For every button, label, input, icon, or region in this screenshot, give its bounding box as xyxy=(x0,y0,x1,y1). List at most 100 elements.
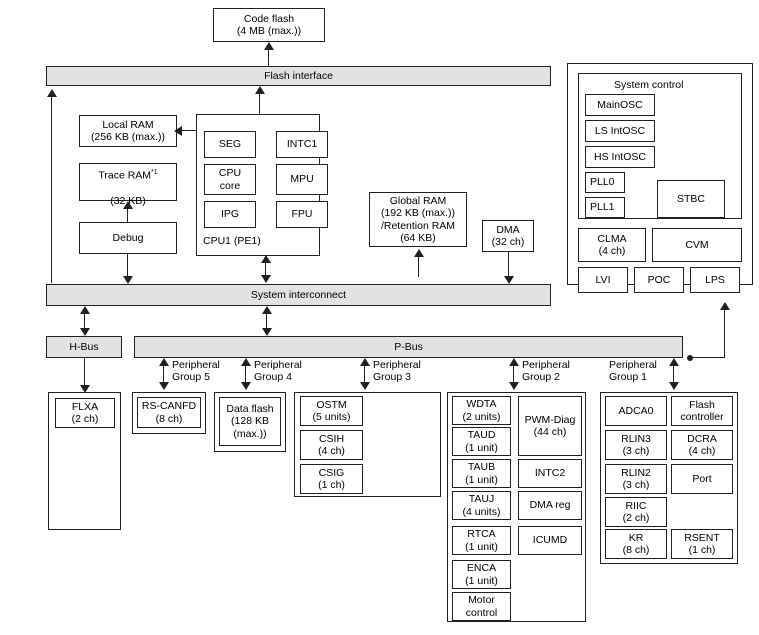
arrow-up-group4 xyxy=(241,358,251,366)
block-icumd: ICUMD xyxy=(518,526,582,555)
arrow-down-group5 xyxy=(159,382,169,390)
connector-dma-to-interconnect xyxy=(508,252,510,276)
block-lvi: LVI xyxy=(578,267,628,293)
block-kr: KR (8 ch) xyxy=(605,529,667,559)
block-global-ram: Global RAM (192 KB (max.)) /Retention RA… xyxy=(369,192,467,247)
block-data-flash: Data flash (128 KB (max.)) xyxy=(219,397,281,446)
arrow-up-pbus xyxy=(262,306,272,314)
block-taub: TAUB (1 unit) xyxy=(452,459,511,488)
connector-pbus-group4 xyxy=(245,364,247,386)
block-dcra: DCRA (4 ch) xyxy=(671,430,733,460)
block-fpu: FPU xyxy=(276,201,328,228)
trace-ram-size: (32 KB) xyxy=(110,194,146,207)
block-mainosc: MainOSC xyxy=(585,94,655,116)
block-code-flash: Code flash (4 MB (max.)) xyxy=(213,8,325,42)
block-pll1: PLL1 xyxy=(585,197,625,218)
arrow-up-traceram xyxy=(123,201,133,209)
arrow-down-interconnect-debug xyxy=(123,276,133,284)
arrow-up-codeflash xyxy=(264,42,274,50)
label-peripheral-group-3: Peripheral Group 3 xyxy=(373,359,421,384)
block-rsent: RSENT (1 ch) xyxy=(671,529,733,559)
block-flash-controller: Flash controller xyxy=(671,396,733,426)
connector-pbus-group2 xyxy=(513,364,515,386)
connector-interconnect-pbus xyxy=(266,312,268,332)
arrow-up-group3 xyxy=(360,358,370,366)
arrow-down-hbus xyxy=(80,328,90,336)
block-riic: RIIC (2 ch) xyxy=(605,497,667,527)
block-intc1: INTC1 xyxy=(276,131,328,158)
label-peripheral-group-1: Peripheral Group 1 xyxy=(609,359,657,384)
connector-pbus-group5 xyxy=(163,364,165,386)
block-local-ram: Local RAM (256 KB (max.)) xyxy=(79,115,177,147)
block-cpu-core: CPU core xyxy=(204,164,256,195)
label-cpu1: CPU1 (PE1) xyxy=(203,235,261,247)
block-dma-reg: DMA reg xyxy=(518,491,582,520)
arrow-up-flash-left xyxy=(47,89,57,97)
block-rlin3: RLIN3 (3 ch) xyxy=(605,430,667,460)
block-poc: POC xyxy=(634,267,684,293)
block-stbc: STBC xyxy=(657,180,725,218)
block-intc2: INTC2 xyxy=(518,459,582,488)
bar-p-bus: P-Bus xyxy=(134,336,683,358)
bar-system-interconnect: System interconnect xyxy=(46,284,551,306)
arrow-down-group3 xyxy=(360,382,370,390)
connector-cpu1-to-localram xyxy=(181,130,198,132)
connector-cpu1-interconnect xyxy=(265,258,267,278)
arrow-up-hbus xyxy=(80,306,90,314)
block-tauj: TAUJ (4 units) xyxy=(452,491,511,520)
arrow-down-group2 xyxy=(509,382,519,390)
arrow-up-globalram xyxy=(414,249,424,257)
block-ls-intosc: LS IntOSC xyxy=(585,120,655,142)
label-peripheral-group-4: Peripheral Group 4 xyxy=(254,359,302,384)
block-lps: LPS xyxy=(690,267,740,293)
junction-dot-pbus xyxy=(687,355,693,361)
arrow-up-system-control xyxy=(720,302,730,310)
block-wdta: WDTA (2 units) xyxy=(452,396,511,425)
arrow-up-flash-cpu1 xyxy=(255,86,265,94)
bar-h-bus: H-Bus xyxy=(46,336,122,358)
label-system-control: System control xyxy=(614,79,684,91)
arrow-down-group1 xyxy=(669,382,679,390)
arrow-left-localram xyxy=(174,126,182,136)
block-cvm: CVM xyxy=(652,228,742,262)
connector-debug-to-traceram xyxy=(127,209,129,222)
arrow-down-group4 xyxy=(241,382,251,390)
connector-hbus-flxa xyxy=(84,358,86,388)
connector-pbus-group1 xyxy=(673,364,675,386)
block-seg: SEG xyxy=(204,131,256,158)
connector-interconnect-to-flash-left xyxy=(51,97,53,283)
arrow-down-dma xyxy=(504,276,514,284)
trace-ram-label: Trace RAM xyxy=(98,169,152,182)
arrow-up-group5 xyxy=(159,358,169,366)
bar-flash-interface: Flash interface xyxy=(46,66,551,86)
connector-cpu1-to-flash xyxy=(259,94,261,114)
arrow-down-cpu1-bottom xyxy=(261,275,271,283)
connector-pbus-elbow xyxy=(690,357,725,359)
block-debug: Debug xyxy=(79,222,177,254)
block-hs-intosc: HS IntOSC xyxy=(585,146,655,168)
block-pwm-diag: PWM-Diag (44 ch) xyxy=(518,396,582,456)
connector-debug-to-interconnect xyxy=(127,254,129,276)
connector-flash-to-codeflash xyxy=(268,50,270,66)
block-dma: DMA (32 ch) xyxy=(482,220,534,252)
block-csig: CSIG (1 ch) xyxy=(300,464,363,494)
block-ipg: IPG xyxy=(204,201,256,228)
arrow-up-group2 xyxy=(509,358,519,366)
connector-pbus-to-system-control xyxy=(724,310,726,358)
block-enca: ENCA (1 unit) xyxy=(452,560,511,589)
block-ostm: OSTM (5 units) xyxy=(300,396,363,426)
arrow-up-cpu1-bottom xyxy=(261,255,271,263)
block-port: Port xyxy=(671,464,733,494)
block-trace-ram: Trace RAM*1 (32 KB) xyxy=(79,163,177,207)
connector-pbus-group3 xyxy=(364,364,366,386)
block-rs-canfd: RS-CANFD (8 ch) xyxy=(137,397,201,428)
arrow-down-pbus xyxy=(262,328,272,336)
block-rlin2: RLIN2 (3 ch) xyxy=(605,464,667,494)
block-taud: TAUD (1 unit) xyxy=(452,427,511,456)
connector-interconnect-hbus xyxy=(84,312,86,332)
block-mpu: MPU xyxy=(276,164,328,195)
block-motor-control: Motor control xyxy=(452,592,511,621)
arrow-up-group1 xyxy=(669,358,679,366)
block-rtca: RTCA (1 unit) xyxy=(452,526,511,555)
